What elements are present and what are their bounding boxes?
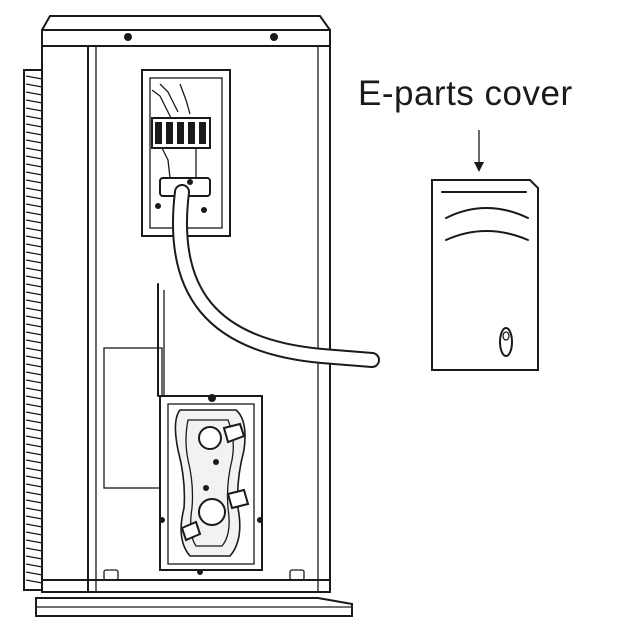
fin-line bbox=[25, 115, 43, 120]
fin-line bbox=[25, 171, 43, 176]
fin-line bbox=[25, 291, 43, 296]
fin-line bbox=[25, 467, 43, 472]
top-screw-right bbox=[270, 33, 278, 41]
terminal-panel bbox=[141, 69, 231, 237]
fin-line bbox=[25, 475, 43, 480]
fin-line bbox=[25, 187, 43, 192]
fin-line bbox=[25, 571, 43, 576]
power-cable bbox=[171, 184, 380, 368]
fin-line bbox=[25, 555, 43, 560]
fin-line bbox=[25, 299, 43, 304]
fin-line bbox=[25, 347, 43, 352]
fin-line bbox=[25, 411, 43, 416]
fin-line bbox=[25, 211, 43, 216]
fin-line bbox=[25, 579, 43, 584]
fin-line bbox=[25, 547, 43, 552]
fin-line bbox=[25, 523, 43, 528]
valve-assembly bbox=[159, 394, 263, 575]
fin-line bbox=[25, 363, 43, 368]
fin-line bbox=[25, 307, 43, 312]
fin-line bbox=[25, 251, 43, 256]
fin-line bbox=[25, 323, 43, 328]
fin-line bbox=[25, 515, 43, 520]
fin-line bbox=[25, 339, 43, 344]
fin-line bbox=[25, 267, 43, 272]
fin-line bbox=[25, 75, 43, 80]
fin-line bbox=[25, 195, 43, 200]
fin-line bbox=[25, 163, 43, 168]
terminal-screw bbox=[188, 122, 195, 144]
top-screw-left bbox=[124, 33, 132, 41]
fin-line bbox=[25, 91, 43, 96]
fin-line bbox=[25, 507, 43, 512]
fin-line bbox=[25, 179, 43, 184]
base-plate bbox=[35, 597, 353, 617]
e-parts-cover-label: E-parts cover bbox=[358, 74, 573, 113]
fin-line bbox=[25, 483, 43, 488]
fin-line bbox=[25, 203, 43, 208]
fin-line bbox=[25, 459, 43, 464]
fin-line bbox=[25, 531, 43, 536]
fin-line bbox=[25, 83, 43, 88]
fin-line bbox=[25, 435, 43, 440]
fin-line bbox=[25, 275, 43, 280]
fin-line bbox=[25, 371, 43, 376]
fin-line bbox=[25, 491, 43, 496]
fin-line bbox=[25, 99, 43, 104]
terminal-screw bbox=[155, 122, 162, 144]
e-parts-cover-part bbox=[431, 130, 539, 371]
fin-line bbox=[25, 403, 43, 408]
fin-line bbox=[25, 387, 43, 392]
fin-line bbox=[25, 139, 43, 144]
terminal-screw bbox=[199, 122, 206, 144]
fin-line bbox=[25, 539, 43, 544]
fin-line bbox=[25, 227, 43, 232]
fin-line bbox=[25, 131, 43, 136]
fin-line bbox=[25, 243, 43, 248]
side-fins bbox=[23, 69, 45, 591]
fin-line bbox=[25, 499, 43, 504]
fin-line bbox=[25, 379, 43, 384]
pointer-arrow-head bbox=[474, 162, 484, 172]
fin-line bbox=[25, 107, 43, 112]
fin-line bbox=[25, 147, 43, 152]
fin-line bbox=[25, 395, 43, 400]
fin-line bbox=[25, 419, 43, 424]
fin-line bbox=[25, 563, 43, 568]
fin-line bbox=[25, 443, 43, 448]
fin-line bbox=[25, 427, 43, 432]
fin-line bbox=[25, 123, 43, 128]
fin-line bbox=[25, 283, 43, 288]
fin-line bbox=[25, 355, 43, 360]
fin-line bbox=[25, 331, 43, 336]
fin-line bbox=[25, 259, 43, 264]
terminal-screw bbox=[166, 122, 173, 144]
fin-line bbox=[25, 219, 43, 224]
fin-line bbox=[25, 315, 43, 320]
fin-line bbox=[25, 235, 43, 240]
fin-line bbox=[25, 451, 43, 456]
fin-line bbox=[25, 155, 43, 160]
terminal-screw bbox=[177, 122, 184, 144]
